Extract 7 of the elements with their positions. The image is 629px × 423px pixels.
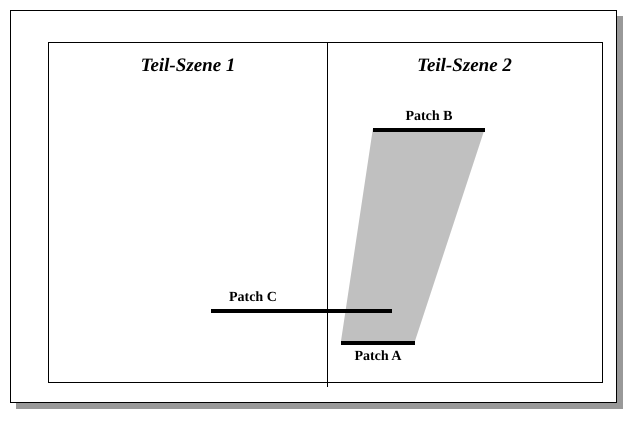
panel-heading: Teil-Szene 1 [140, 55, 236, 77]
patch-label: Patch A [354, 349, 402, 365]
scene-panel [327, 42, 603, 383]
patch-label: Patch C [229, 290, 277, 306]
scene-panel [48, 42, 328, 383]
patch-label: Patch B [405, 109, 453, 125]
panel-heading: Teil-Szene 2 [416, 55, 513, 77]
